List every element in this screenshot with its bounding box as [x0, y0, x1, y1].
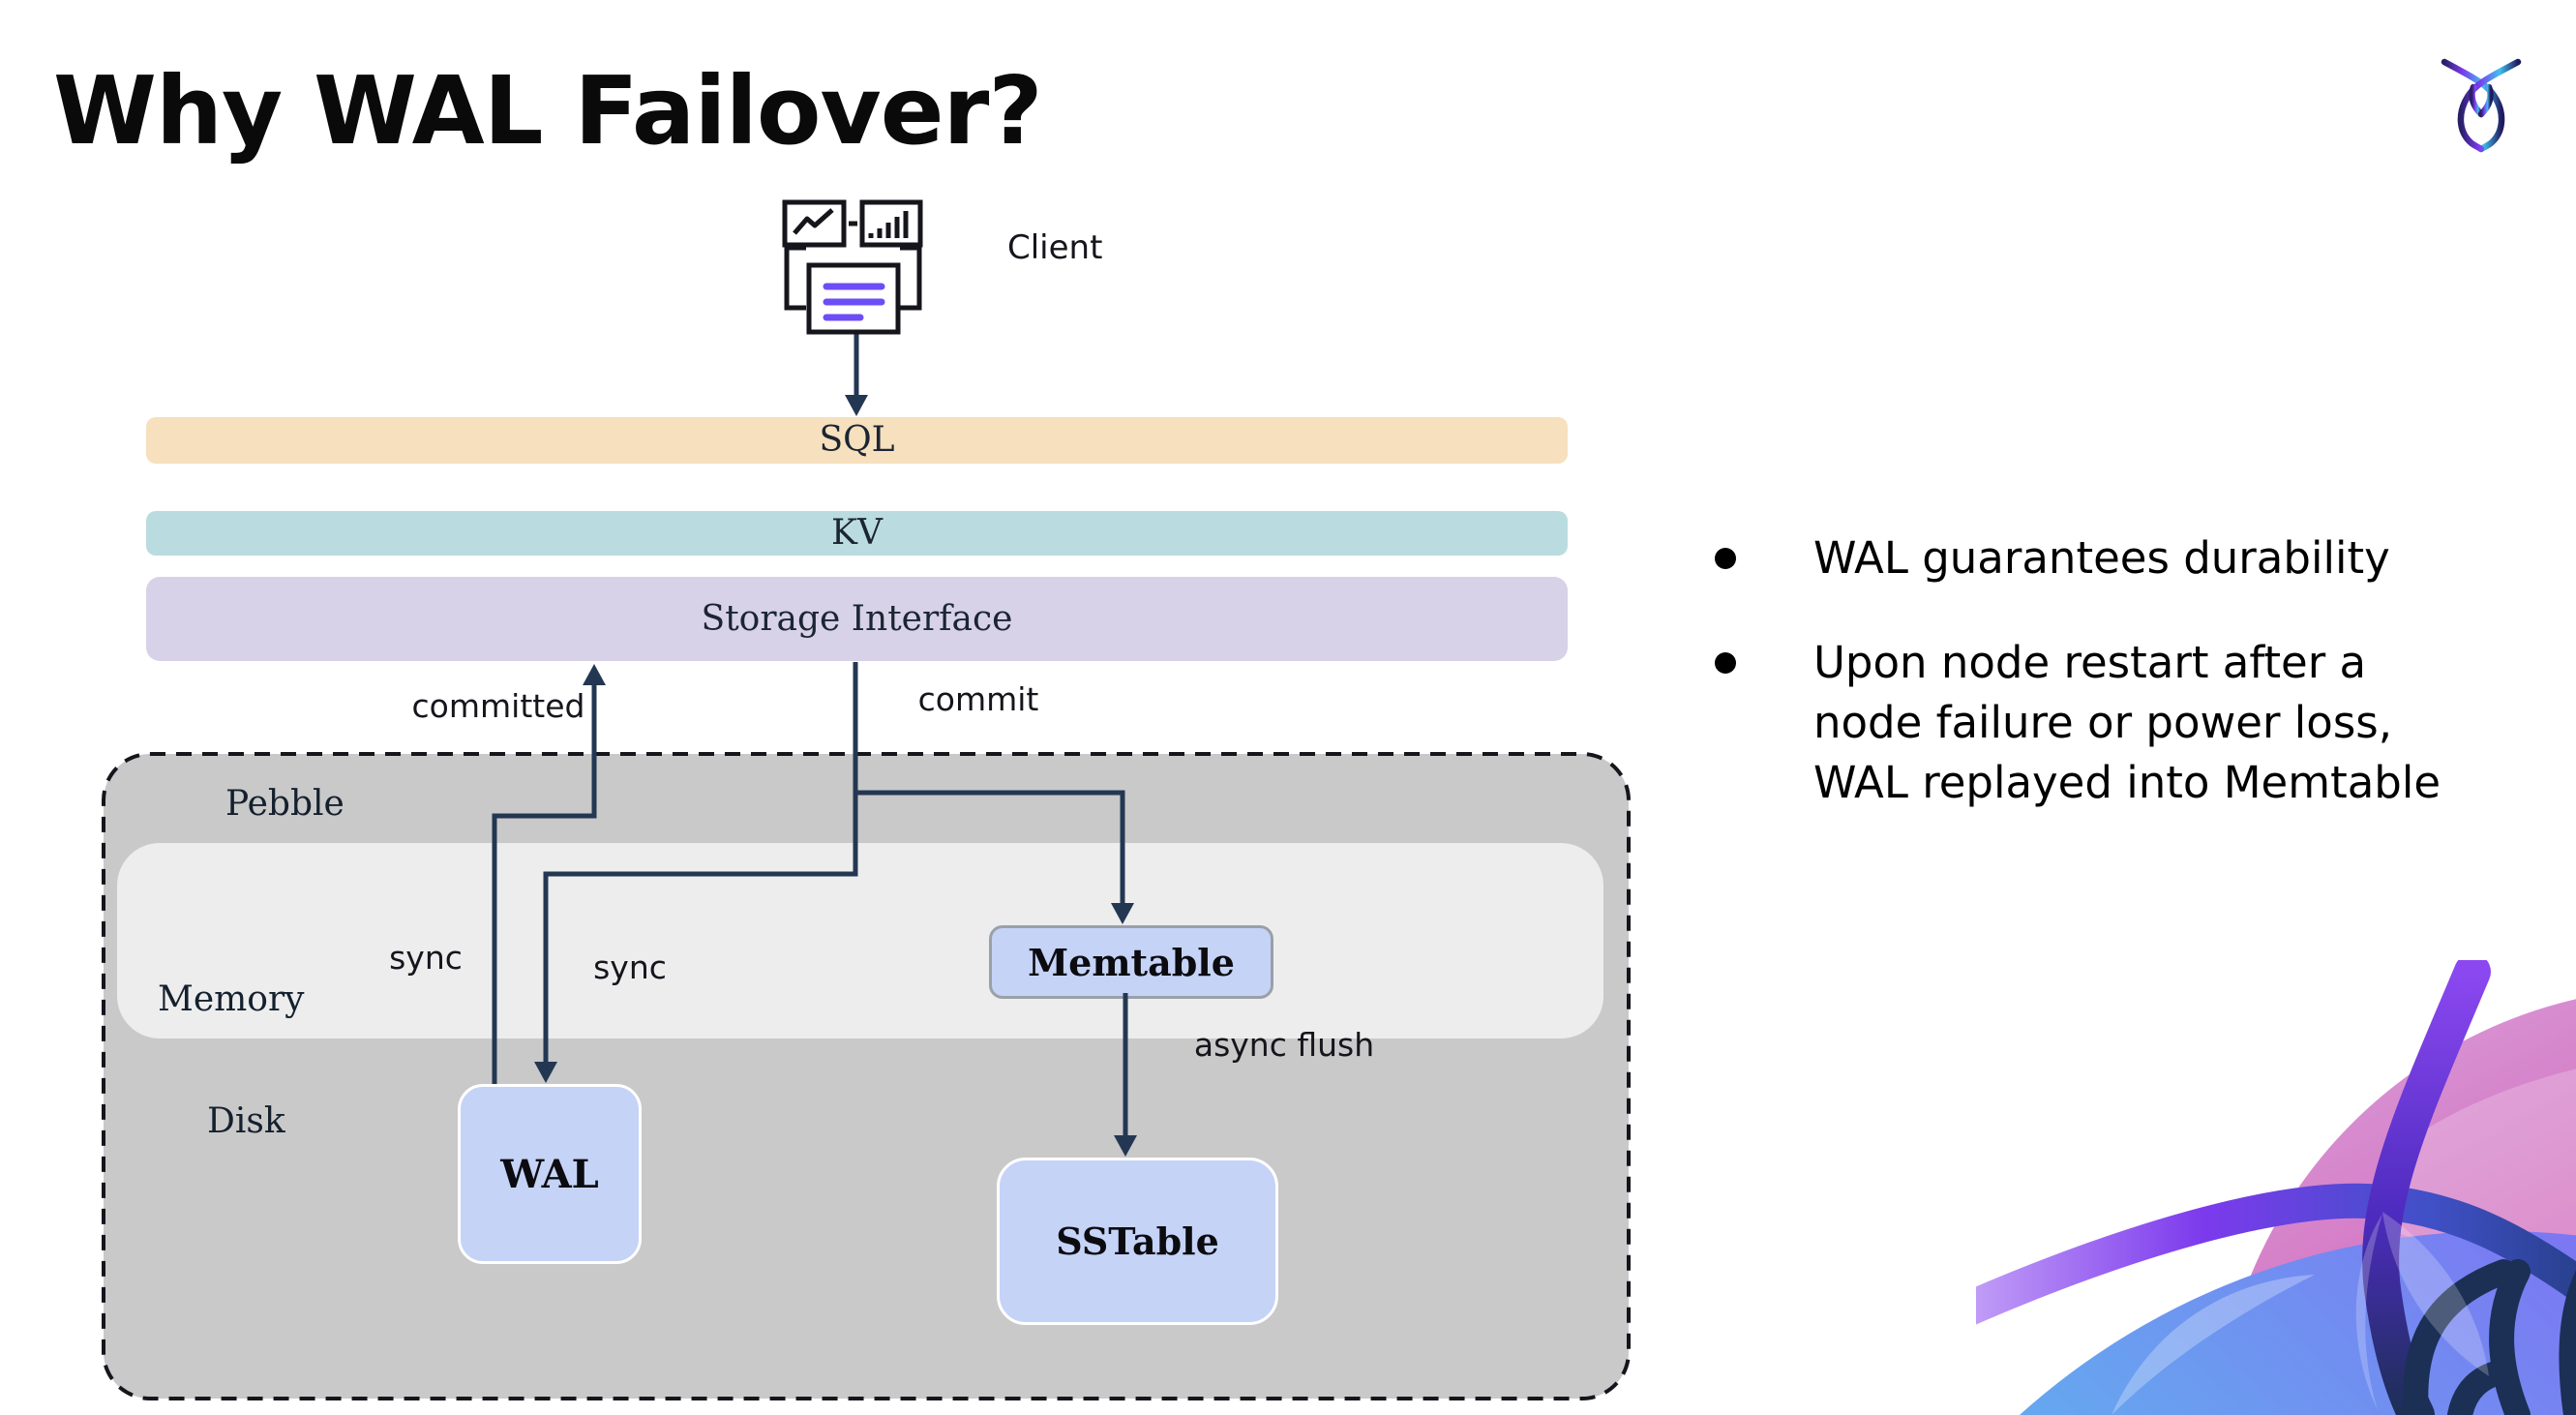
bullet-line: Upon node restart after a	[1813, 637, 2367, 688]
bullet-text: WAL guarantees durability	[1813, 528, 2390, 588]
arrowhead-down-sql	[845, 395, 868, 416]
bullet-line: WAL guarantees durability	[1813, 532, 2390, 584]
disk-label: Disk	[207, 1101, 285, 1141]
sstable-node-label: SSTable	[1056, 1219, 1219, 1263]
art-navy-leaf-strokes	[2403, 1259, 2576, 1415]
memory-label: Memory	[158, 979, 305, 1019]
bullet-line: WAL replayed into Memtable	[1813, 757, 2441, 808]
art-pink-highlight	[2369, 1051, 2576, 1247]
async-flush-label: async flush	[1193, 1026, 1375, 1064]
committed-label: committed	[411, 687, 585, 725]
art-antenna-band-steep	[2362, 960, 2491, 1415]
arrowheads	[534, 395, 1137, 1157]
commit-to-memtable-line	[855, 790, 1125, 906]
commit-label: commit	[917, 680, 1039, 718]
sync-left-label: sync	[389, 939, 463, 977]
client-icon	[782, 199, 923, 335]
wal-node-label: WAL	[500, 1151, 599, 1197]
layer-bar-storage-label: Storage Interface	[701, 599, 1013, 639]
client-label: Client	[1007, 228, 1103, 267]
bullet-item-replay: Upon node restart after a node failure o…	[1715, 633, 2566, 813]
sstable-node: SSTable	[997, 1158, 1278, 1325]
bullet-dot	[1715, 548, 1736, 569]
pebble-label: Pebble	[225, 784, 344, 824]
bullet-item-durability: WAL guarantees durability	[1715, 528, 2566, 588]
bar-chart-icon	[859, 199, 923, 248]
bar-chart-bars	[868, 211, 909, 238]
art-blue-sphere	[2020, 1231, 2576, 1415]
art-petal-highlights	[2355, 1212, 2489, 1410]
layer-bar-kv-label: KV	[831, 513, 883, 553]
bullet-list: WAL guarantees durability Upon node rest…	[1715, 528, 2566, 858]
line-chart-zigzag	[793, 208, 834, 235]
bullet-line: node failure or power loss,	[1813, 697, 2393, 748]
layer-bar-kv: KV	[146, 511, 1568, 556]
document-text-lines	[823, 283, 885, 321]
arrowhead-down-wal	[534, 1062, 557, 1083]
wal-node: WAL	[458, 1084, 642, 1264]
cockroach-logo-icon	[2441, 58, 2522, 153]
memtable-node: Memtable	[989, 925, 1273, 999]
arrowhead-up-committed	[583, 664, 606, 685]
layer-bar-sql: SQL	[146, 417, 1568, 464]
bullet-dot	[1715, 652, 1736, 674]
right-bracket-icon	[900, 245, 922, 311]
arrowhead-down-memtable	[1111, 903, 1134, 924]
art-antenna-band	[1976, 1183, 2576, 1325]
memtable-node-label: Memtable	[1028, 940, 1235, 984]
committed-line	[492, 681, 597, 1084]
bullet-text: Upon node restart after a node failure o…	[1813, 633, 2441, 813]
left-bracket-icon	[784, 245, 806, 311]
sync-right-label: sync	[593, 948, 667, 986]
arrowhead-down-sstable	[1114, 1135, 1137, 1157]
slide-title: Why WAL Failover?	[53, 56, 1043, 166]
connector-lines	[492, 332, 1128, 1138]
commit-to-wal-line	[543, 662, 858, 1065]
layer-bar-storage-interface: Storage Interface	[146, 577, 1568, 661]
layer-bar-sql-label: SQL	[819, 420, 895, 460]
corner-decoration-graphic	[1976, 960, 2576, 1415]
